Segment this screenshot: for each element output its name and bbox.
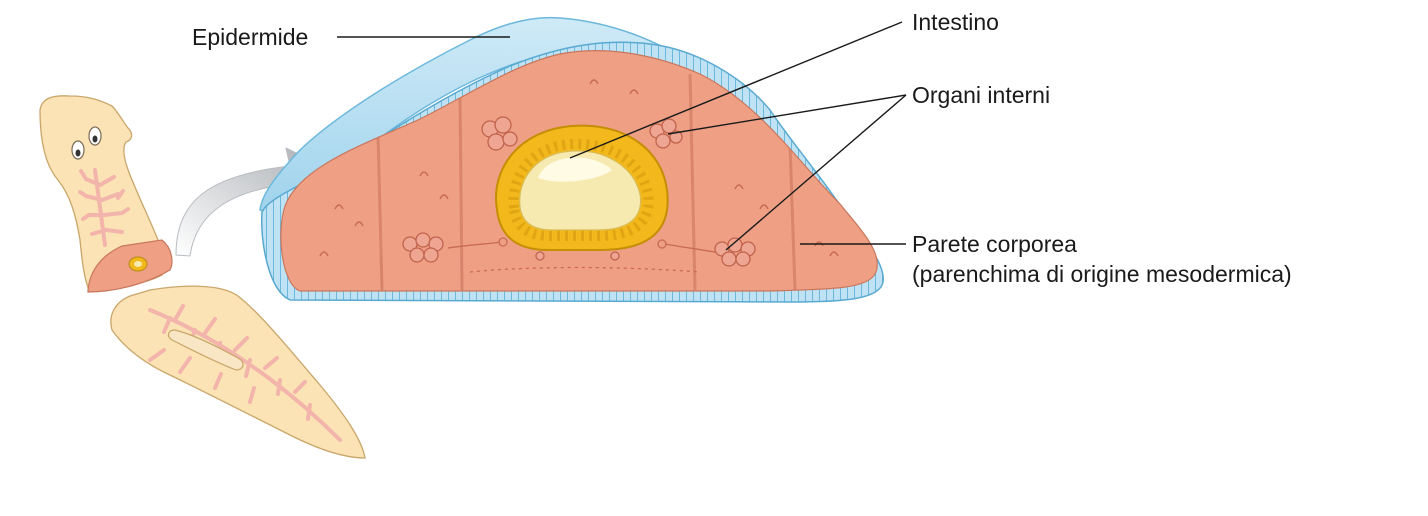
label-parenchima: (parenchima di origine mesodermica): [912, 261, 1292, 287]
flatworm-head-piece: [39, 95, 167, 293]
internal-organs: [402, 116, 756, 267]
leader-organi-b: [725, 94, 907, 251]
flatworm-eyes: [71, 126, 102, 160]
leader-lines: [337, 21, 907, 251]
nerve-cords: [447, 237, 716, 273]
organ-cluster-upper-right: [649, 118, 683, 149]
label-parete-corporea: Parete corporea: [912, 231, 1077, 257]
label-intestino: Intestino: [912, 9, 999, 35]
label-epidermide: Epidermide: [192, 24, 308, 50]
flatworm-tail-piece: [110, 285, 366, 459]
intestine: [495, 124, 669, 251]
organ-cluster-upper-left: [481, 116, 518, 151]
mesenchyme-cells: [319, 79, 839, 257]
organ-cluster-lower-left: [402, 232, 444, 263]
leader-intestino: [569, 21, 903, 159]
flatworm-illustration: [39, 95, 366, 459]
dorsoventral-muscles: [376, 73, 797, 291]
gut-branches-head: [78, 168, 130, 247]
cross-section: [259, 16, 884, 303]
leader-organi-a: [667, 94, 907, 135]
labels: Epidermide Intestino Organi interni Pare…: [192, 9, 1292, 287]
gut-branches-tail: [148, 304, 342, 442]
label-organi-interni: Organi interni: [912, 82, 1050, 108]
organ-cluster-lower-right: [714, 237, 756, 267]
pharynx: [167, 329, 244, 371]
